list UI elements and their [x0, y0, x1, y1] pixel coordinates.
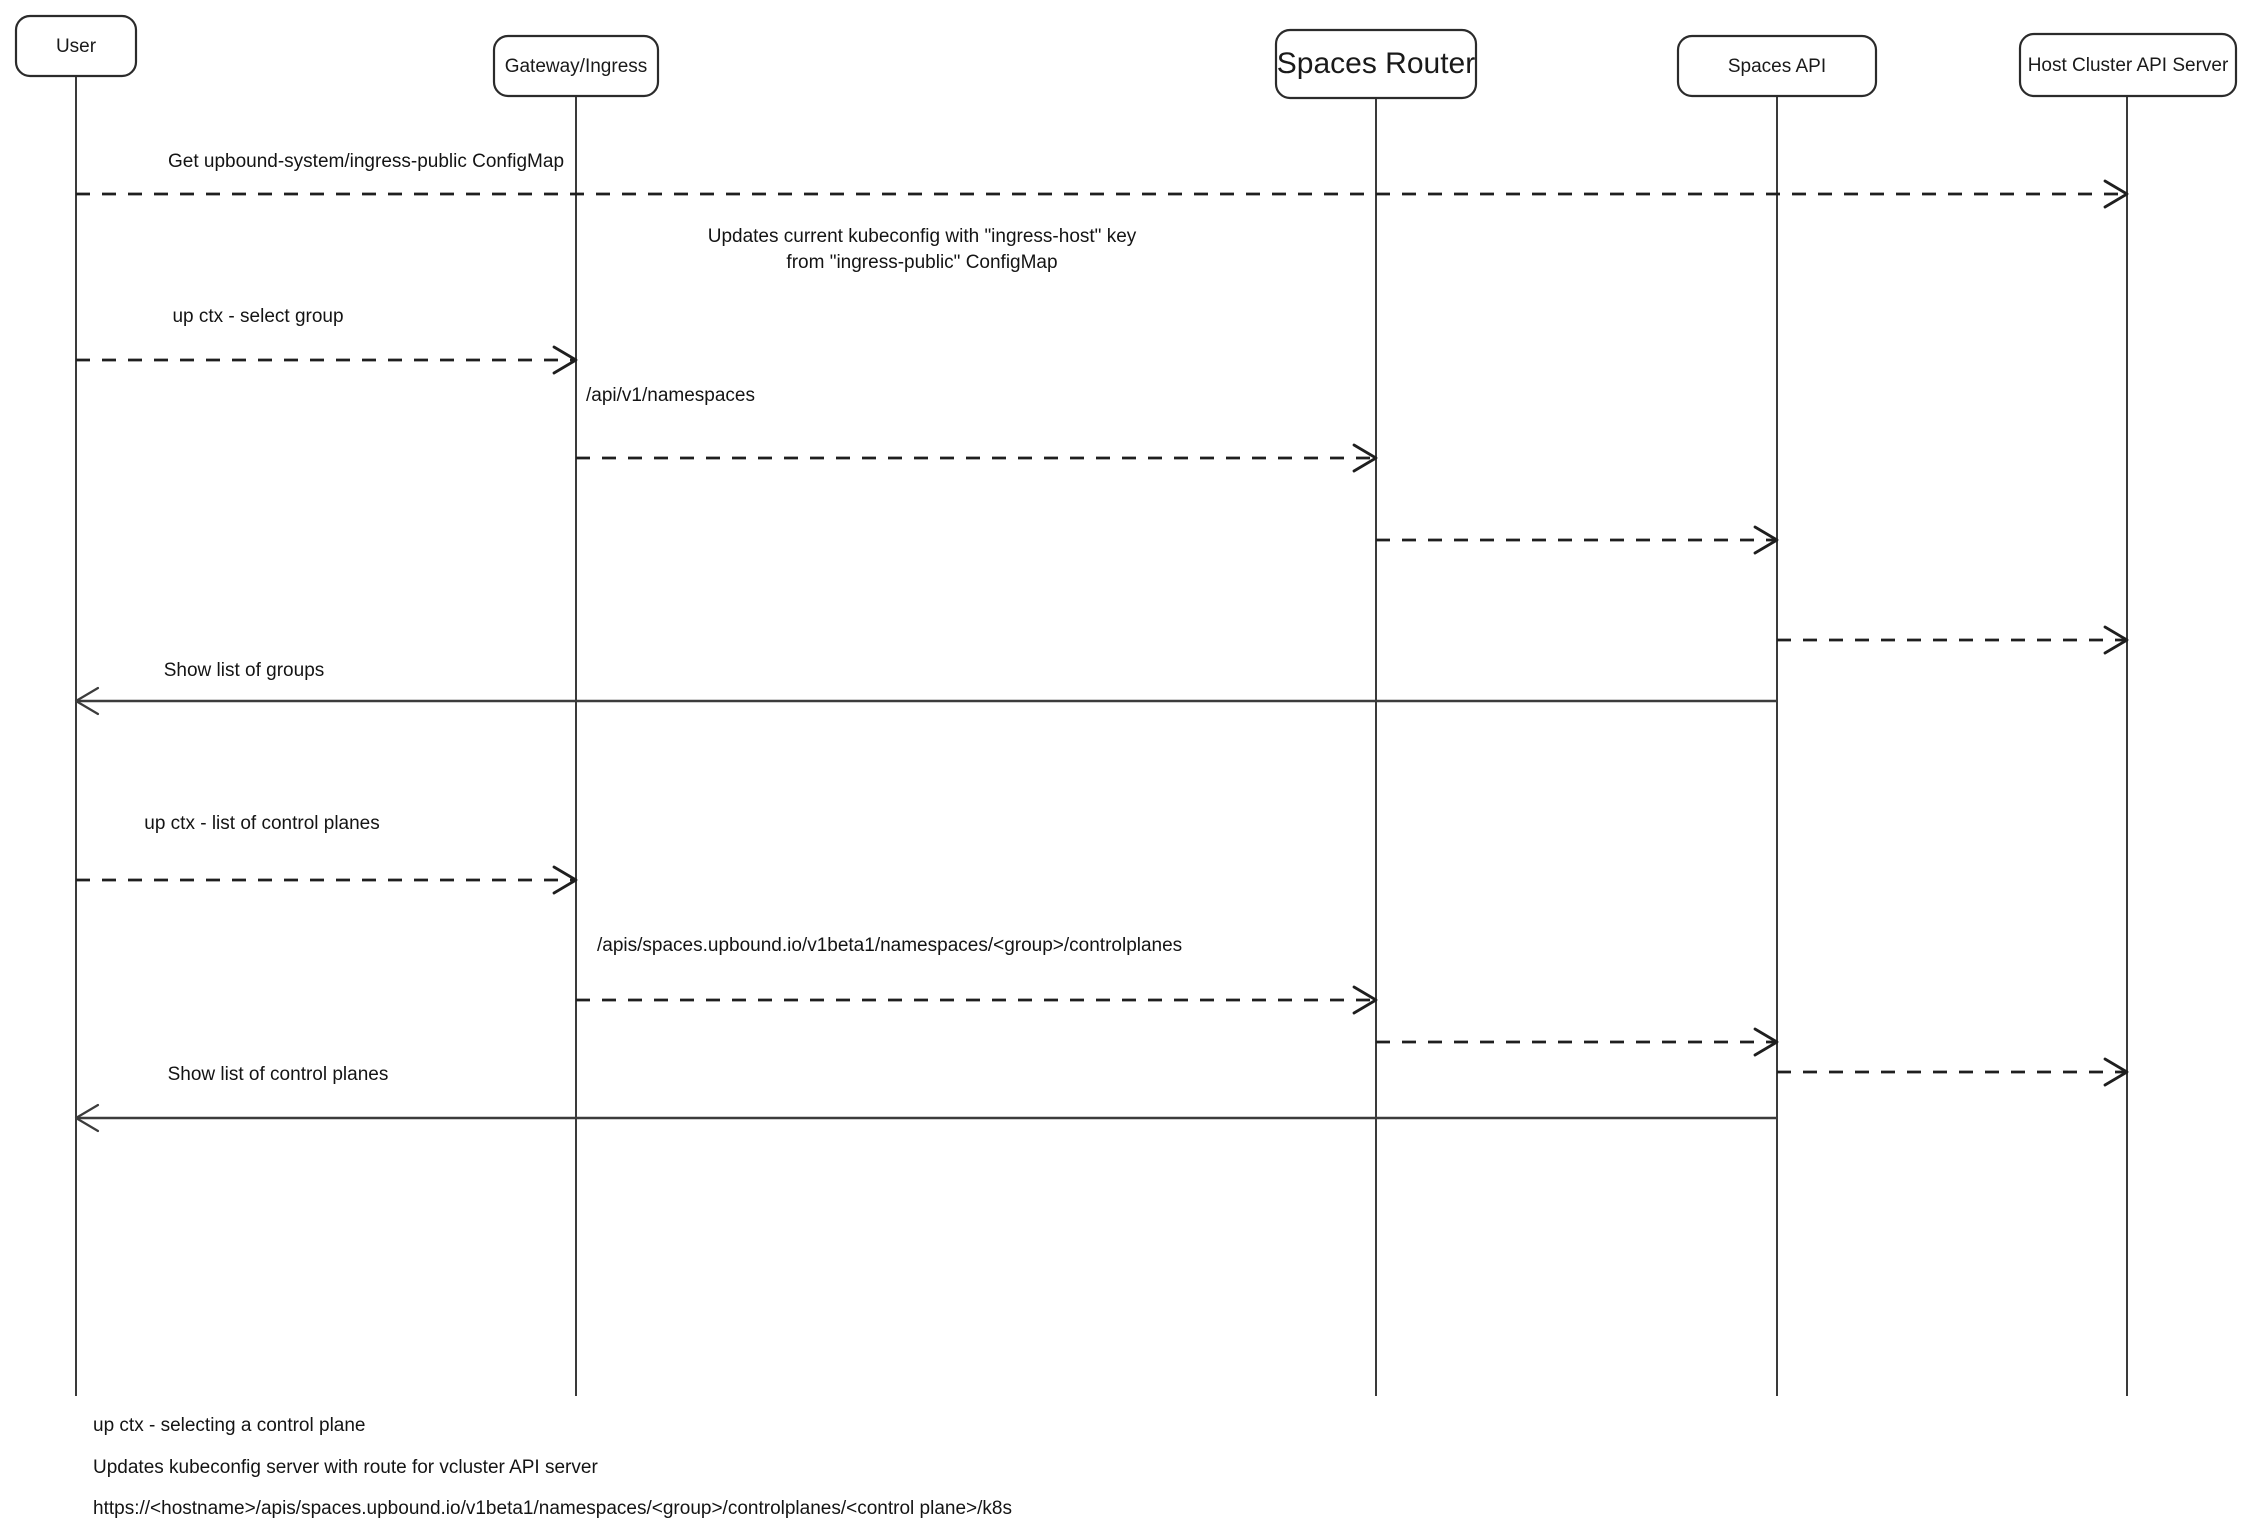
message-label: up ctx - select group [172, 306, 343, 327]
message-up-ctx-select-group: up ctx - select group [76, 306, 578, 375]
message-spaces-api-to-host [1777, 625, 2129, 655]
lifelines-layer [75, 76, 2128, 1396]
footer-layer: up ctx - selecting a control planeUpdate… [93, 1415, 1012, 1519]
arrowhead-icon [2103, 179, 2129, 209]
message-label: up ctx - list of control planes [144, 813, 380, 834]
participant-label: Spaces Router [1277, 47, 1475, 80]
participant-box[interactable] [492, 34, 660, 98]
note-kubeconfig-note: Updates current kubeconfig with "ingress… [708, 226, 1137, 273]
participant-gateway[interactable]: Gateway/Ingress [492, 34, 660, 98]
participant-label: User [56, 36, 97, 57]
footer-line-1: up ctx - selecting a control plane [93, 1415, 366, 1436]
arrowhead-icon [1352, 985, 1378, 1015]
note-line: Updates current kubeconfig with "ingress… [708, 226, 1137, 247]
participant-host_cluster[interactable]: Host Cluster API Server [2018, 32, 2238, 98]
note-line: from "ingress-public" ConfigMap [786, 252, 1057, 273]
message-label: Show list of control planes [168, 1064, 389, 1085]
message-router-to-spaces-api [1376, 525, 1779, 555]
message-router-to-spaces-api-2 [1376, 1027, 1779, 1057]
message-label: /apis/spaces.upbound.io/v1beta1/namespac… [597, 935, 1182, 956]
footer-line-2: Updates kubeconfig server with route for… [93, 1457, 598, 1478]
participant-spaces_api[interactable]: Spaces API [1676, 34, 1878, 98]
arrowhead-icon [2103, 625, 2129, 655]
participant-box[interactable] [1274, 28, 1478, 100]
participant-label: Gateway/Ingress [505, 56, 648, 77]
message-up-ctx-list-control-planes: up ctx - list of control planes [76, 813, 578, 895]
message-label: /api/v1/namespaces [586, 385, 755, 406]
arrowhead-icon [552, 345, 578, 375]
messages-layer: Get upbound-system/ingress-public Config… [74, 151, 2129, 1133]
arrowhead-icon [1352, 443, 1378, 473]
arrowhead-icon [74, 1103, 100, 1133]
participant-label: Host Cluster API Server [2028, 55, 2229, 76]
arrowhead-icon [1753, 525, 1779, 555]
participant-spaces_router[interactable]: Spaces Router [1274, 28, 1478, 100]
message-label: Get upbound-system/ingress-public Config… [168, 151, 564, 172]
participant-label: Spaces API [1728, 56, 1826, 77]
participant-box[interactable] [2018, 32, 2238, 98]
participant-user[interactable]: User [14, 14, 138, 78]
message-label: Show list of groups [164, 660, 325, 681]
message-get-configmap: Get upbound-system/ingress-public Config… [76, 151, 2129, 209]
notes-layer: Updates current kubeconfig with "ingress… [708, 226, 1137, 273]
message-spaces-api-to-host-2 [1777, 1057, 2129, 1087]
message-api-v1-namespaces: /api/v1/namespaces [576, 385, 1378, 473]
arrowhead-icon [2103, 1057, 2129, 1087]
message-show-list-of-control-planes: Show list of control planes [74, 1064, 1777, 1133]
message-controlplanes-api: /apis/spaces.upbound.io/v1beta1/namespac… [576, 935, 1378, 1015]
message-show-list-of-groups: Show list of groups [74, 660, 1777, 716]
arrowhead-icon [74, 686, 100, 716]
arrowhead-icon [1753, 1027, 1779, 1057]
footer-line-3: https://<hostname>/apis/spaces.upbound.i… [93, 1498, 1012, 1519]
participant-box[interactable] [14, 14, 138, 78]
participant-box[interactable] [1676, 34, 1878, 98]
arrowhead-icon [552, 865, 578, 895]
